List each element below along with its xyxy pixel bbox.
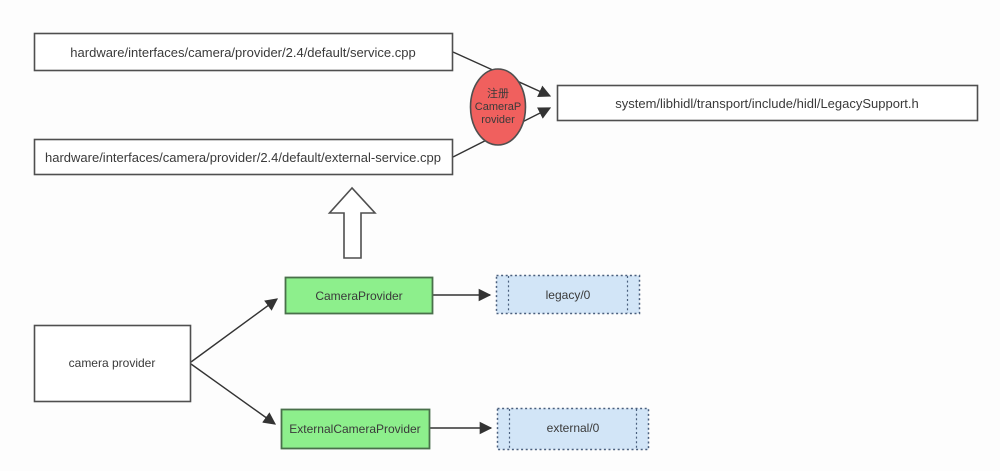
node-camera-provider: camera provider	[33, 324, 192, 403]
node-legacy-instance: legacy/0	[495, 274, 641, 315]
cameraprovider-box	[284, 276, 434, 315]
node-external-service-cpp: hardware/interfaces/camera/provider/2.4/…	[33, 138, 454, 176]
legacy-instance-box	[495, 274, 641, 315]
register-ellipse-shape	[469, 68, 527, 146]
service-cpp-label: hardware/interfaces/camera/provider/2.4/…	[70, 45, 415, 60]
externalcameraprovider-label: ExternalCameraProvider	[289, 422, 420, 436]
external-instance-label: external/0	[547, 421, 600, 435]
edge-camera-provider-to-cameraprovider	[190, 298, 279, 363]
register-ellipse-line1: 注册	[487, 86, 509, 100]
node-externalcameraprovider-class: ExternalCameraProvider	[280, 408, 431, 450]
register-cameraprovider-ellipse: 注册 CameraP rovider	[469, 68, 527, 146]
edge-camera-provider-to-externalcameraprovider	[190, 363, 277, 425]
legacy-support-label: system/libhidl/transport/include/hidl/Le…	[615, 96, 919, 111]
node-external-instance: external/0	[496, 407, 650, 451]
register-ellipse-line3: rovider	[481, 114, 515, 126]
legacy-support-box	[556, 84, 979, 122]
hollow-up-arrow-icon	[327, 186, 377, 259]
external-service-cpp-label: hardware/interfaces/camera/provider/2.4/…	[45, 150, 441, 165]
external-service-cpp-box	[33, 138, 454, 176]
camera-provider-box	[33, 324, 192, 403]
node-service-cpp: hardware/interfaces/camera/provider/2.4/…	[33, 32, 454, 72]
node-cameraprovider-class: CameraProvider	[284, 276, 434, 315]
node-legacy-support-h: system/libhidl/transport/include/hidl/Le…	[556, 84, 979, 122]
cameraprovider-label: CameraProvider	[315, 289, 402, 303]
legacy-instance-label: legacy/0	[546, 288, 591, 302]
service-cpp-box	[33, 32, 454, 72]
camera-provider-label: camera provider	[69, 356, 156, 370]
externalcameraprovider-box	[280, 408, 431, 450]
register-ellipse-line2: CameraP	[475, 101, 521, 113]
external-instance-box	[496, 407, 650, 451]
